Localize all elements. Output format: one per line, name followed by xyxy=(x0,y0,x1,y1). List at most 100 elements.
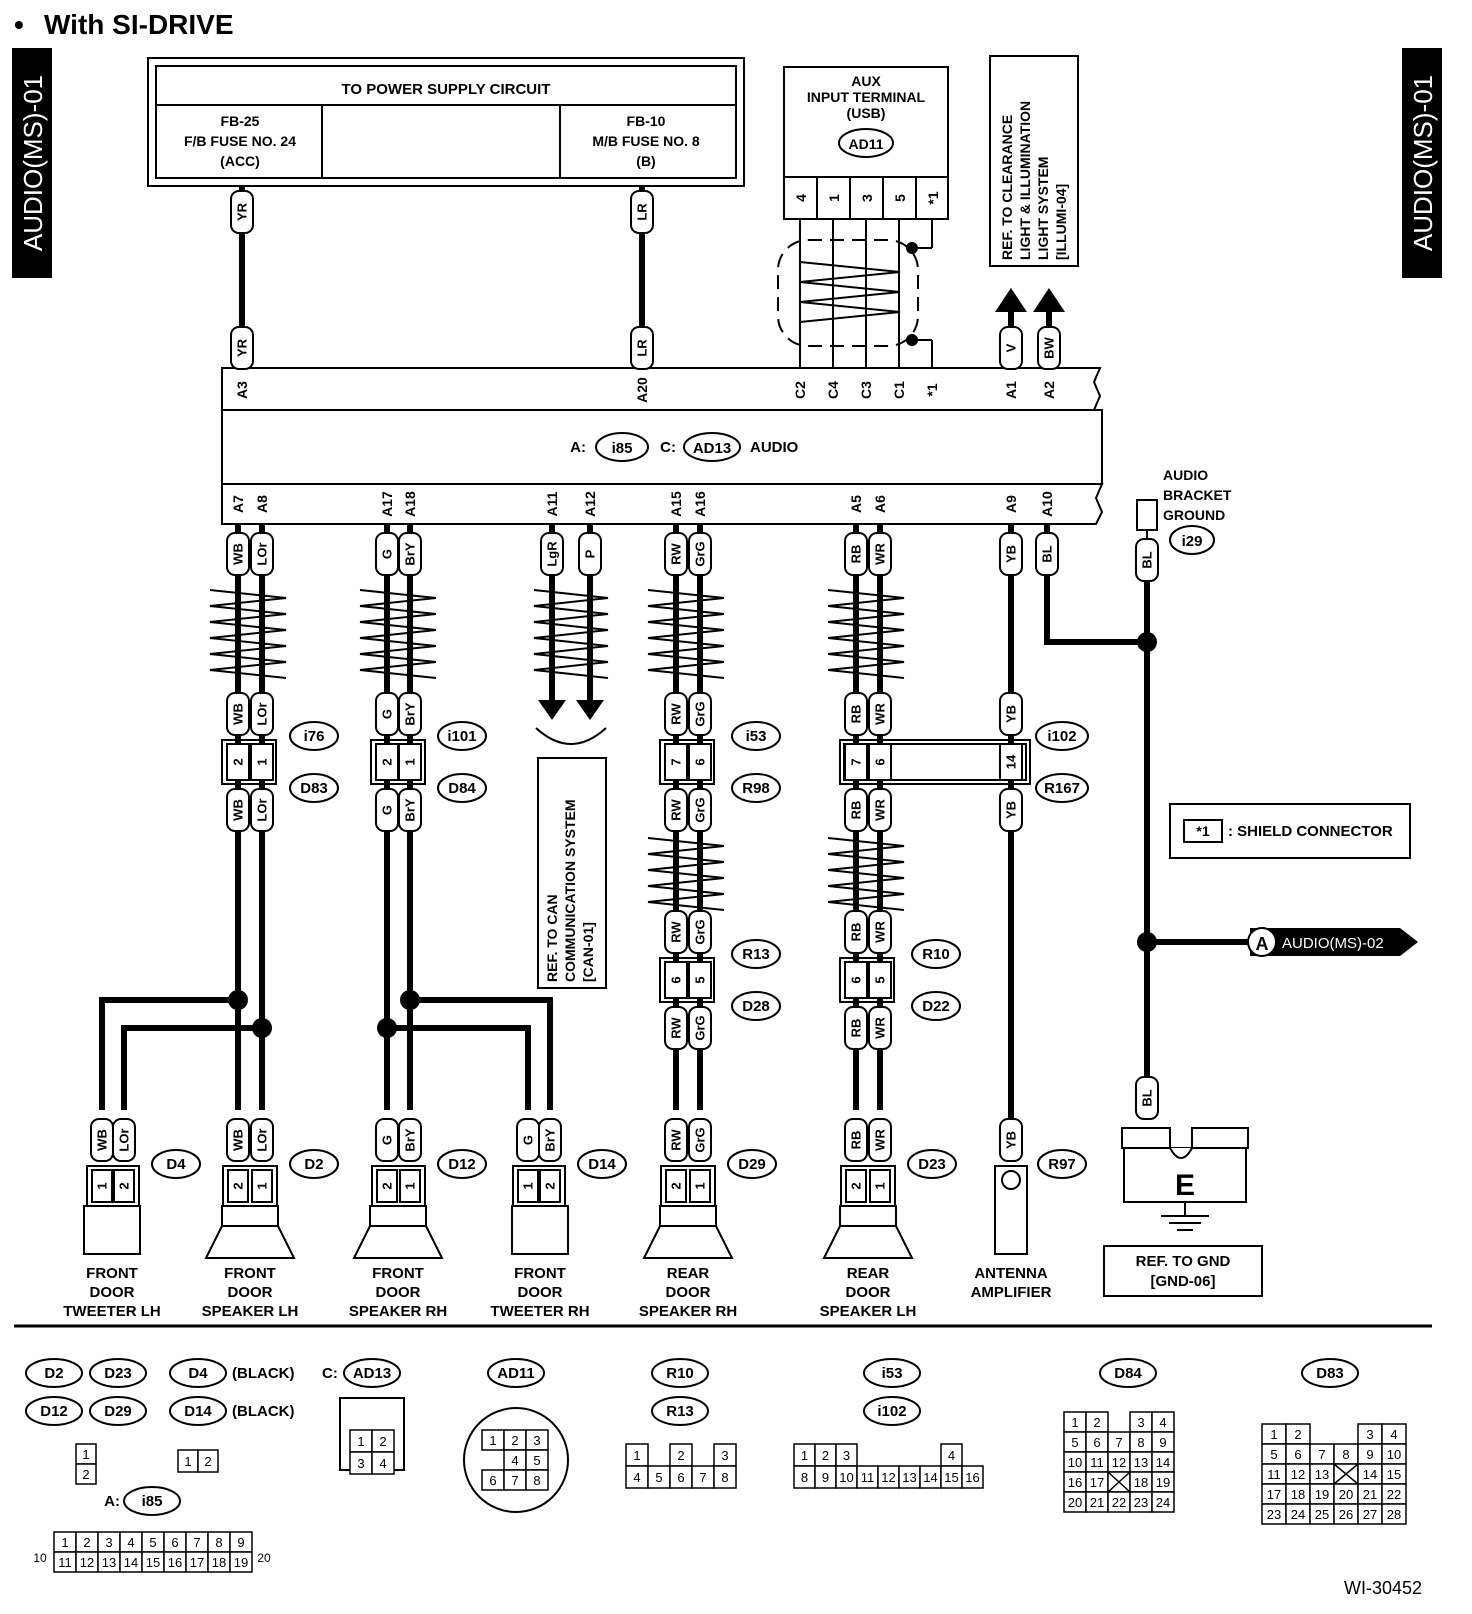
aux-pin: *1 xyxy=(925,191,941,204)
shield-symbol: *1 xyxy=(1196,823,1209,839)
legend-pin: 12 xyxy=(1112,1455,1126,1470)
device-label-line1: FRONT xyxy=(86,1265,138,1282)
wire-color-label: BrY xyxy=(403,1128,418,1151)
page-title-text: With SI-DRIVE xyxy=(44,9,234,40)
legend-pin: 9 xyxy=(822,1470,829,1485)
audio-top-pin: A20 xyxy=(634,377,650,403)
connector-oval xyxy=(437,773,487,803)
wire-color-label: RB xyxy=(849,1019,864,1038)
wire-color-tag xyxy=(844,1118,868,1162)
legend-pin: 1 xyxy=(82,1447,89,1462)
power-supply-box: TO POWER SUPPLY CIRCUIT FB-25 F/B FUSE N… xyxy=(147,57,745,187)
legend-pin: 3 xyxy=(105,1535,112,1550)
wire-color-label: YR xyxy=(235,338,250,357)
connector-id: D12 xyxy=(40,1403,68,1420)
legend-pin: 17 xyxy=(1267,1487,1281,1502)
audio-c-connector: AD13 xyxy=(693,440,731,457)
connector-id: AD13 xyxy=(353,1365,391,1382)
audio-top-pin: A3 xyxy=(234,381,250,399)
fuse-right-line2: M/B FUSE NO. 8 xyxy=(592,133,700,149)
pin-cell xyxy=(688,961,712,999)
legend-pin: 1 xyxy=(357,1434,364,1449)
connector-oval xyxy=(169,1358,227,1388)
junction-frame xyxy=(370,739,426,785)
wire-color-label: LR xyxy=(635,203,650,221)
tweeter-body xyxy=(83,1205,141,1255)
connector-oval xyxy=(731,939,781,969)
pin-cell xyxy=(844,961,868,999)
legend-pin: 5 xyxy=(149,1535,156,1550)
connector-oval xyxy=(911,991,961,1021)
legend-pin: 3 xyxy=(721,1448,728,1463)
legend-pin: 16 xyxy=(1068,1475,1082,1490)
connector-id: i53 xyxy=(746,728,767,745)
wire-color-tag xyxy=(398,1118,422,1162)
junction-frame xyxy=(839,739,1031,785)
legend-pin: 25 xyxy=(1315,1507,1329,1522)
wire-color-label: LR xyxy=(635,339,650,357)
pin-number: 1 xyxy=(521,1182,536,1189)
connector-id: D12 xyxy=(448,1156,476,1173)
legend-pin: 8 xyxy=(215,1535,222,1550)
connector-id: D14 xyxy=(184,1403,212,1420)
legend-pin: 15 xyxy=(146,1555,160,1570)
wire-color-label: V xyxy=(1004,343,1019,352)
legend-pin: 13 xyxy=(1134,1455,1148,1470)
legend-pin: 19 xyxy=(1315,1487,1329,1502)
legend-pin: 27 xyxy=(1363,1507,1377,1522)
audio-bottom-pin: A9 xyxy=(1003,495,1019,513)
pin-cell xyxy=(999,743,1023,781)
legend-pin: 6 xyxy=(1093,1435,1100,1450)
ground-symbol: E REF. TO GND [GND-06] xyxy=(1103,1127,1263,1297)
bracket-line3: GROUND xyxy=(1163,507,1225,523)
legend-pin: 7 xyxy=(1318,1447,1325,1462)
wire-color-label: WR xyxy=(873,1017,888,1039)
legend-pin: 14 xyxy=(1363,1467,1377,1482)
offpage-symbol: A xyxy=(1256,934,1269,954)
wire-color-label: RW xyxy=(669,543,684,565)
legend-pin: 2 xyxy=(822,1448,829,1463)
aux-terminal: AUX INPUT TERMINAL (USB) AD11 4 1 3 5 *1 xyxy=(783,66,949,220)
pin-cell xyxy=(250,743,274,781)
audio-top-pin: C3 xyxy=(858,381,874,399)
legend-pin: 14 xyxy=(124,1555,138,1570)
wire-color-label: RB xyxy=(849,1131,864,1150)
audio-bottom-pin: A16 xyxy=(692,491,708,517)
audio-bottom-pin: A6 xyxy=(872,495,888,513)
pin-number: 1 xyxy=(95,1182,110,1189)
legend-pin: 10 xyxy=(1387,1447,1401,1462)
legend-cell xyxy=(75,1463,97,1485)
pin-cell xyxy=(226,743,250,781)
fuse-left-line1: FB-25 xyxy=(221,113,260,129)
legend-pin: 12 xyxy=(1291,1467,1305,1482)
legend-pin: 1 xyxy=(489,1433,496,1448)
legend-pin: 13 xyxy=(902,1470,916,1485)
connector-id: D2 xyxy=(304,1156,323,1173)
speaker-cone xyxy=(352,1225,444,1259)
legend-pin: 4 xyxy=(511,1453,518,1468)
pin-cell xyxy=(399,1169,421,1203)
pin-cell xyxy=(688,743,712,781)
connector-oval xyxy=(487,1358,545,1388)
legend-pin: 17 xyxy=(190,1555,204,1570)
legend-pin: 26 xyxy=(1339,1507,1353,1522)
ground-ref-line2: [GND-06] xyxy=(1150,1273,1215,1290)
aux-connector-id: AD11 xyxy=(848,136,883,152)
wire-color-label: BL xyxy=(1040,545,1055,562)
legend-pin: 3 xyxy=(533,1433,540,1448)
wire-color-tag xyxy=(868,1118,892,1162)
wire-color-tag xyxy=(868,1006,892,1050)
connector-id: D22 xyxy=(922,998,950,1015)
legend-pin: 13 xyxy=(1315,1467,1329,1482)
device-label-line3: SPEAKER LH xyxy=(820,1303,917,1320)
device-label-line2: DOOR xyxy=(666,1284,711,1301)
wire-color-tag xyxy=(630,190,654,234)
legend-black-note: (BLACK) xyxy=(232,1403,294,1420)
legend-pin: 3 xyxy=(1137,1415,1144,1430)
wire-color-label: BL xyxy=(1140,551,1155,568)
wire-color-label: G xyxy=(380,709,395,719)
wire-color-tag xyxy=(999,1118,1023,1162)
connector-oval xyxy=(863,1358,921,1388)
connector-id: D14 xyxy=(588,1156,616,1173)
connector-oval xyxy=(577,1149,627,1179)
